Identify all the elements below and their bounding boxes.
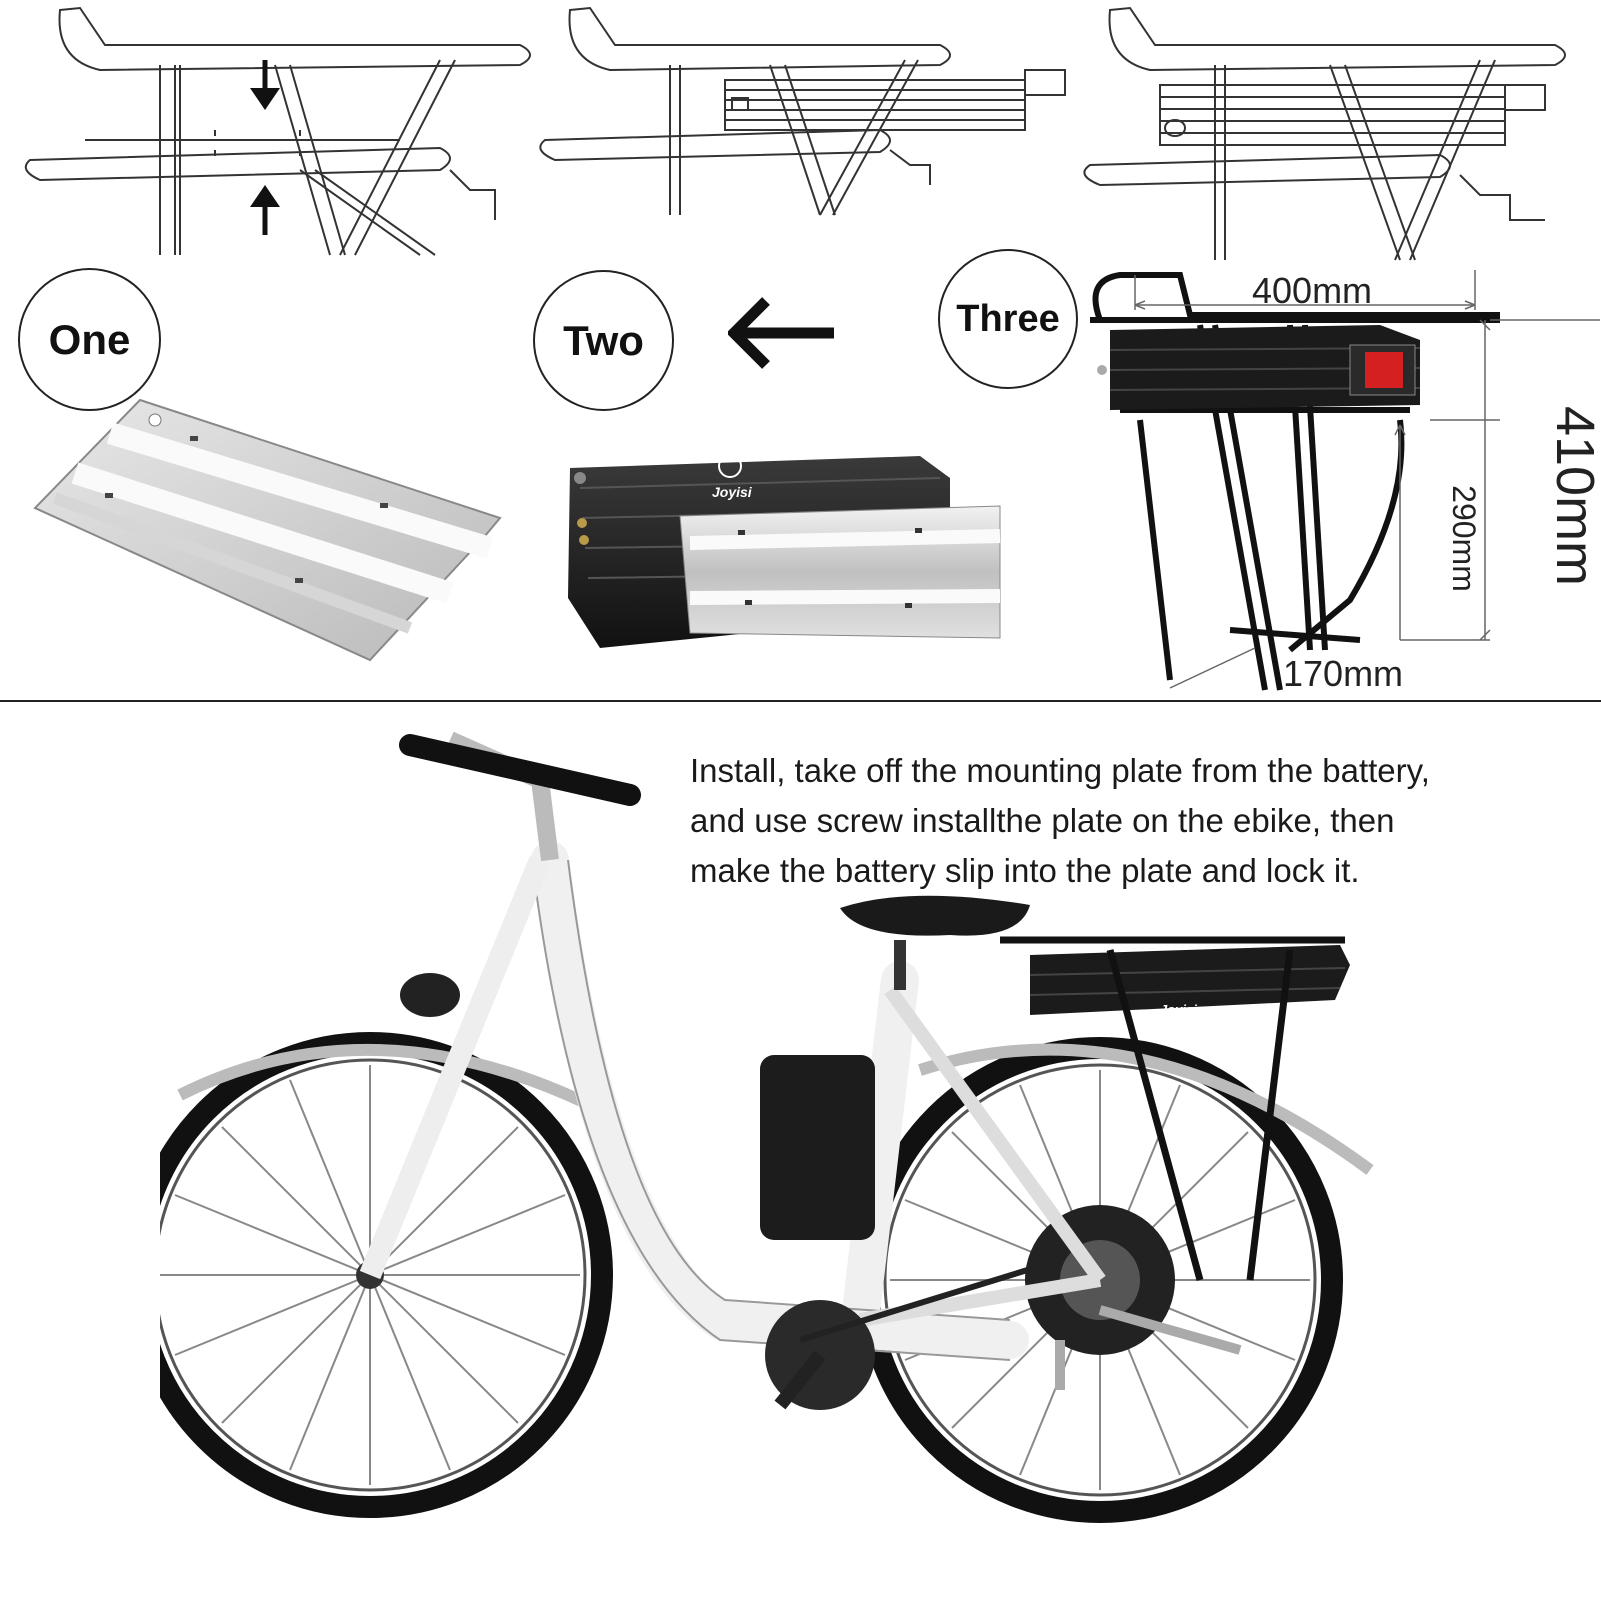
step-two-label: Two xyxy=(563,316,644,364)
installation-instructions: Install, take off the mounting plate fro… xyxy=(690,746,1580,896)
ebike-photo xyxy=(160,731,1374,1523)
arrow-left-icon xyxy=(728,297,834,369)
step-three-badge: Three xyxy=(938,249,1078,389)
rack-diagram-one xyxy=(24,6,531,256)
dimension-width: 170mm xyxy=(1283,653,1404,694)
step-two-badge: Two xyxy=(533,270,674,411)
battery-brand-logo: Joyisi xyxy=(712,484,752,500)
dimension-height-total: 410mm xyxy=(1545,405,1601,587)
instruction-line: and use screw installthe plate on the eb… xyxy=(690,802,1395,839)
dimension-height-rack: 290mm xyxy=(1445,485,1482,592)
rack-diagram-three xyxy=(1083,6,1566,261)
rack-with-battery xyxy=(1090,270,1600,691)
dimension-length: 400mm xyxy=(1252,270,1373,311)
instruction-line: make the battery slip into the plate and… xyxy=(690,852,1360,889)
ebike-battery-brand-logo: Joyisi xyxy=(1160,1002,1197,1017)
instruction-line: Install, take off the mounting plate fro… xyxy=(690,752,1430,789)
rack-diagram-two xyxy=(539,6,1066,216)
step-three-label: Three xyxy=(956,297,1060,340)
mounting-plate xyxy=(33,398,502,662)
battery-with-plate xyxy=(568,454,1001,648)
section-divider xyxy=(0,700,1601,702)
arrow-up-icon xyxy=(250,185,280,235)
arrow-down-icon xyxy=(250,60,280,110)
step-one-badge: One xyxy=(18,268,161,411)
rack-line-diagrams xyxy=(24,6,1566,261)
step-one-label: One xyxy=(48,315,131,363)
